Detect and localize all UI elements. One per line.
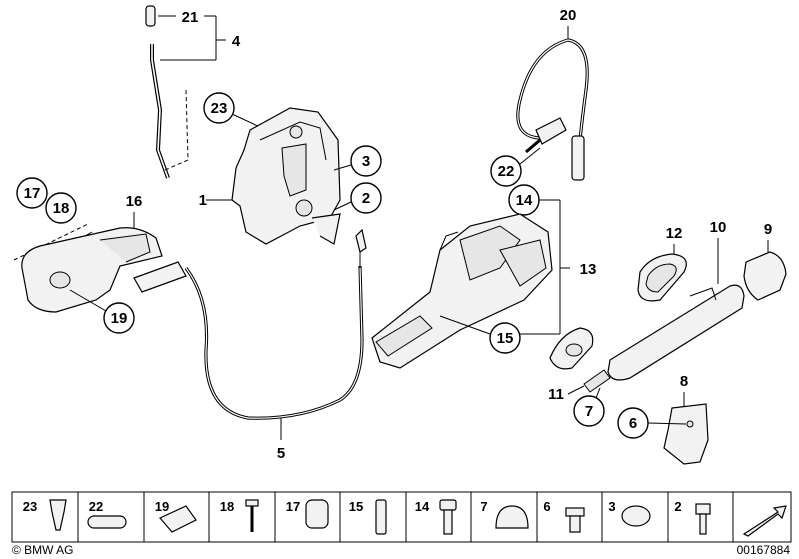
callout-20: 20: [560, 7, 577, 24]
callout-bubble-23: [203, 92, 235, 124]
callout-7: 7: [585, 403, 593, 420]
rod-assembly: [145, 5, 226, 179]
callout-23: 23: [211, 100, 228, 117]
torx-screw-icon: [565, 507, 585, 533]
callout-21: 21: [182, 9, 199, 26]
callout-11: 11: [548, 386, 564, 403]
callout-17: 17: [24, 185, 41, 202]
callout-18: 18: [53, 200, 70, 217]
door-bracket: [663, 403, 709, 465]
callout-14: 14: [516, 192, 533, 209]
hex-bolt-icon: [695, 503, 711, 535]
callout-bubble-2: [350, 182, 382, 214]
callout-1: 1: [199, 192, 207, 209]
legend-19: 19: [155, 499, 169, 514]
legend-7: 7: [480, 499, 487, 514]
callout-bubble-15: [489, 322, 521, 354]
callout-bubble-3: [350, 145, 382, 177]
callout-5: 5: [277, 445, 285, 462]
callout-9: 9: [764, 221, 772, 238]
handle-seal: [549, 327, 611, 393]
grommet-icon: [87, 515, 127, 529]
screw-icon: [245, 499, 259, 532]
callout-12: 12: [666, 225, 683, 242]
legend-17: 17: [286, 499, 300, 514]
bowden-cable: [184, 228, 367, 420]
callout-bubble-18: [45, 192, 77, 224]
handle-gasket: [637, 253, 687, 302]
copyright-label: © BMW AG: [12, 543, 74, 557]
legend-18: 18: [220, 499, 234, 514]
plug-icon: [305, 499, 329, 529]
cap-plug-icon: [495, 505, 529, 529]
diagram-code: 00167884: [737, 543, 791, 557]
callout-13: 13: [580, 261, 597, 278]
callout-bubble-7: [573, 395, 605, 427]
clip-nut-icon: [159, 505, 197, 533]
door-lock: [231, 107, 341, 245]
callout-2: 2: [362, 190, 370, 207]
outer-door-handle: [607, 284, 745, 381]
legend-strip: 23 22 19 18 17 15 14 7 6 3 2: [11, 491, 792, 543]
legend-22: 22: [89, 499, 103, 514]
bolt-icon: [439, 499, 457, 535]
legend-3: 3: [608, 499, 615, 514]
inner-door-handle: [21, 227, 187, 313]
callout-16: 16: [126, 193, 143, 210]
handle-cap: [743, 251, 787, 301]
callout-19: 19: [111, 310, 128, 327]
handle-carrier: [371, 213, 553, 369]
callout-bubble-17: [16, 177, 48, 209]
callout-4: 4: [232, 33, 241, 50]
legend-15: 15: [349, 499, 363, 514]
nut-icon: [621, 505, 651, 527]
callout-22: 22: [498, 163, 515, 180]
callout-3: 3: [362, 153, 370, 170]
outer-release-cable: [516, 38, 589, 181]
callout-8: 8: [680, 373, 688, 390]
callout-bubble-19: [103, 302, 135, 334]
callout-10: 10: [710, 219, 727, 236]
callout-6: 6: [629, 415, 637, 432]
legend-23: 23: [23, 499, 37, 514]
expanding-rivet-icon: [49, 499, 67, 531]
callout-bubble-22: [490, 155, 522, 187]
callout-15: 15: [497, 330, 514, 347]
direction-arrow-icon: [742, 505, 787, 537]
legend-14: 14: [415, 499, 430, 514]
legend-2: 2: [674, 499, 681, 514]
rod-cap: [145, 5, 156, 27]
legend-6: 6: [543, 499, 550, 514]
pin-icon: [375, 499, 387, 535]
